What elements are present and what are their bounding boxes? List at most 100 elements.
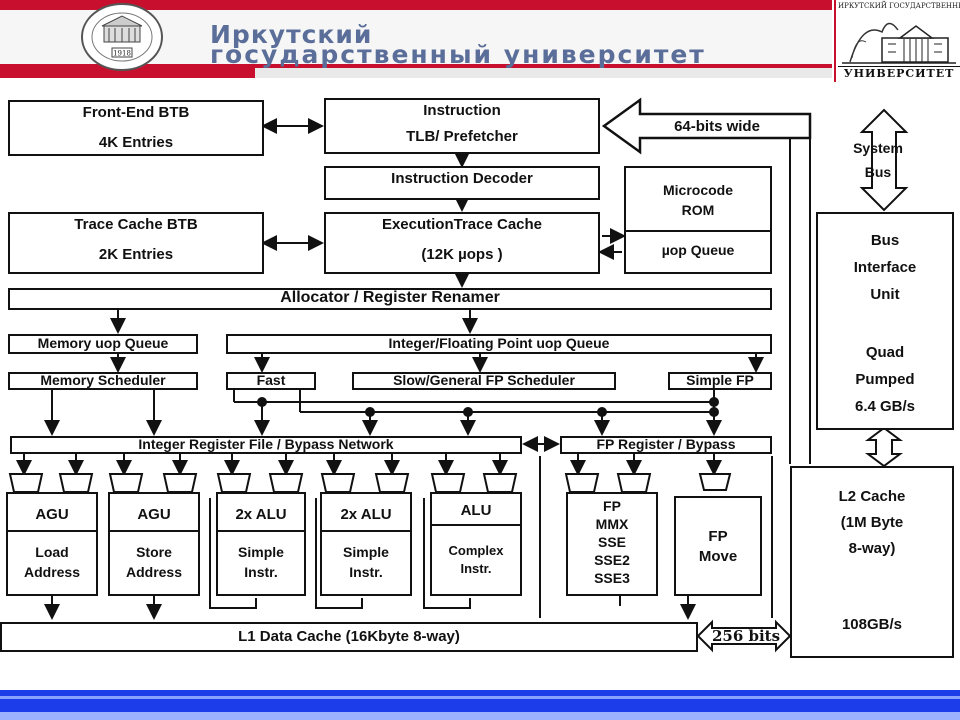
agu-store-line-2: Address (125, 564, 183, 580)
alu-simple-1-block (216, 492, 306, 596)
microcode-label: Microcode (662, 182, 733, 198)
fp-mmx-sse-block (566, 492, 658, 596)
fp-move-line-2: Move (698, 548, 738, 565)
front-end-btb-block (8, 100, 264, 156)
seal-year-text: 1918 (113, 50, 131, 58)
alu-complex-line-1: Complex (448, 543, 504, 558)
agu-load-title: AGU (35, 506, 69, 523)
fp-register-file-label: FP Register / Bypass (596, 436, 736, 452)
slow-fp-scheduler-block (352, 372, 616, 390)
fast-scheduler-block (226, 372, 316, 390)
agu-store-block (108, 492, 200, 596)
university-title-line-2: государственный университет (210, 40, 706, 69)
instruction-decoder-block (324, 166, 600, 200)
alu-simple-2-line-1: Simple (343, 544, 389, 560)
alu-complex-line-2: Instr. (460, 561, 492, 576)
agu-load-line-1: Load (35, 544, 69, 560)
agu-store-divider (110, 530, 198, 532)
bus-bandwidth-label: 6.4 GB/s (854, 398, 916, 415)
university-header: 1918 Иркутский государственный университ… (0, 0, 960, 88)
system-bus-label-1: System (853, 140, 903, 156)
bus-interface-unit-block (816, 212, 954, 430)
header-red-stripe (0, 0, 832, 10)
memory-scheduler-label: Memory Scheduler (40, 372, 166, 388)
integer-register-file-block (10, 436, 522, 454)
agu-load-block (6, 492, 98, 596)
l1-data-cache-label: L1 Data Cache (16Kbyte 8-way) (238, 628, 460, 645)
quad-pumped-label: Quad (865, 344, 905, 361)
alu-simple-2-line-2: Instr. (349, 564, 383, 580)
trace-cache-btb-label: Trace Cache BTB (74, 216, 198, 233)
biu-label-2: Interface (853, 259, 917, 276)
trace-cache-btb-entries: 2K Entries (98, 246, 174, 263)
l2-cache-title: L2 Cache (838, 488, 906, 505)
simple-fp-scheduler-block (668, 372, 772, 390)
alu-complex-divider (432, 524, 520, 526)
fp-move-line-1: FP (708, 528, 728, 545)
footer-highlight-line (0, 696, 960, 699)
fp-unit-line-5: SSE3 (594, 570, 630, 586)
trace-cache-btb-block (8, 212, 264, 274)
alu-simple-1-title: 2x ALU (235, 506, 287, 523)
alu-simple-1-divider (218, 530, 304, 532)
agu-load-divider (8, 530, 96, 532)
alu-complex-title: ALU (460, 502, 492, 519)
fp-move-block (674, 496, 762, 596)
prefetcher-label: TLB/ Prefetcher (406, 128, 518, 145)
allocator-renamer-block (8, 288, 772, 310)
front-end-btb-label: Front-End BTB (82, 104, 190, 121)
fast-scheduler-label: Fast (256, 372, 286, 388)
alu-simple-2-divider (322, 530, 410, 532)
l2-cache-ways: 8-way) (848, 540, 896, 557)
itlb-label: Instruction (423, 102, 501, 119)
memory-scheduler-block (8, 372, 198, 390)
university-corner-logo: ИРКУТСКИЙ ГОСУДАРСТВЕННЫЙ УНИВЕРСИТЕТ (834, 0, 960, 82)
l1-data-cache-block (0, 622, 698, 652)
fp-unit-line-2: MMX (595, 516, 629, 532)
itlb-prefetcher-block (324, 98, 600, 154)
trace-cache-size: (12K µops ) (421, 246, 503, 263)
l2-cache-block (790, 466, 954, 658)
int-fp-uop-queue-block (226, 334, 772, 354)
pumped-label: Pumped (855, 371, 915, 388)
fp-unit-line-4: SSE2 (594, 552, 630, 568)
l2-cache-size: (1M Byte (840, 514, 904, 531)
footer-light-strip (0, 712, 960, 720)
microcode-rom-label: ROM (681, 202, 715, 218)
l1-l2-width-label: 256 bits (711, 627, 781, 645)
uop-queue-label: µop Queue (661, 242, 735, 258)
biu-label-3: Unit (870, 286, 900, 303)
memory-uop-queue-label: Memory uop Queue (37, 335, 169, 351)
microcode-divider (626, 230, 770, 232)
integer-register-file-label: Integer Register File / Bypass Network (138, 436, 394, 452)
fp-unit-line-3: SSE (597, 534, 626, 550)
int-fp-uop-queue-label: Integer/Floating Point uop Queue (388, 335, 610, 351)
trace-cache-label: ExecutionTrace Cache (381, 216, 543, 233)
agu-store-line-1: Store (136, 544, 172, 560)
fp-register-file-block (560, 436, 772, 454)
instruction-decoder-label: Instruction Decoder (391, 170, 533, 187)
microcode-rom-block (624, 166, 772, 274)
biu-label-1: Bus (870, 232, 900, 249)
university-building-icon (842, 22, 956, 64)
alu-simple-2-block (320, 492, 412, 596)
slow-fp-scheduler-label: Slow/General FP Scheduler (393, 372, 575, 388)
processor-block-diagram: Front-End BTB 4K Entries Instruction TLB… (0, 88, 960, 688)
memory-uop-queue-block (8, 334, 198, 354)
alu-simple-1-line-2: Instr. (244, 564, 278, 580)
system-bus-label-2: Bus (864, 164, 892, 180)
l2-cache-bandwidth: 108GB/s (841, 616, 903, 633)
allocator-renamer-label: Allocator / Register Renamer (280, 289, 500, 306)
fp-unit-line-1: FP (603, 498, 621, 514)
logo-caption-top: ИРКУТСКИЙ ГОСУДАРСТВЕННЫЙ (838, 2, 960, 10)
bus-width-64-label: 64-bits wide (674, 118, 760, 135)
university-title-line-1: Иркутский (210, 20, 373, 49)
alu-simple-2-title: 2x ALU (340, 506, 392, 523)
front-end-btb-entries: 4K Entries (98, 134, 174, 151)
agu-load-line-2: Address (23, 564, 81, 580)
header-gray-stripe (255, 68, 832, 78)
agu-store-title: AGU (137, 506, 171, 523)
simple-fp-scheduler-label: Simple FP (686, 372, 754, 388)
alu-simple-1-line-1: Simple (238, 544, 284, 560)
footer-blue-bar (0, 690, 960, 712)
